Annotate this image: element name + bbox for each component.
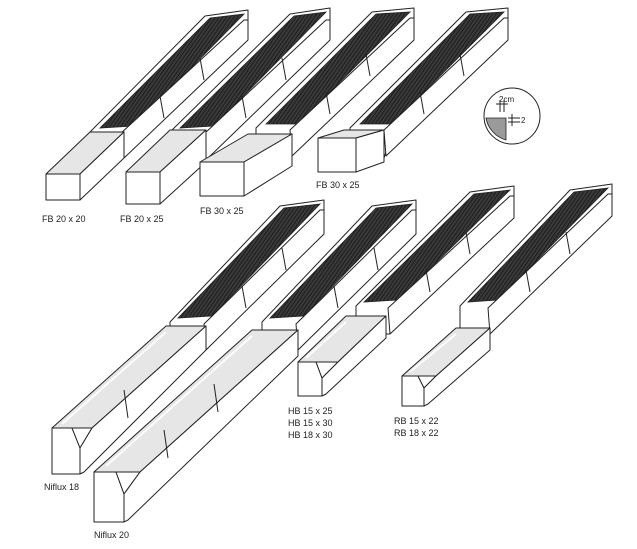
channel-fb-20x25 [125,7,331,205]
channel-fb-20x20 [45,9,249,201]
label-rb-18x22: RB 18 x 22 [394,428,439,438]
label-fb-20x25: FB 20 x 25 [120,214,164,224]
channel-niflux-20 [93,199,417,523]
channel-hb [297,185,515,397]
detail-dim-b: 2 [521,116,526,125]
label-fb-30x25: FB 30 x 25 [200,206,244,216]
label-niflux-20: Niflux 20 [94,530,129,540]
label-fb-20x20: FB 20 x 20 [42,214,86,224]
channel-fb-30x25-short [317,7,509,173]
label-niflux-18: Niflux 18 [44,482,79,492]
channel-rb [401,183,613,407]
label-hb-15x30: HB 15 x 30 [288,418,333,428]
label-hb-15x25: HB 15 x 25 [288,406,333,416]
label-fb-30x25-short: FB 30 x 25 [316,180,360,190]
channel-fb-30x25 [199,7,415,197]
channel-niflux-18 [51,199,325,475]
label-rb-15x22: RB 15 x 22 [394,416,439,426]
edge-detail-callout [483,87,541,145]
detail-dim-a: 2cm [499,95,514,104]
label-hb-18x30: HB 18 x 30 [288,430,333,440]
